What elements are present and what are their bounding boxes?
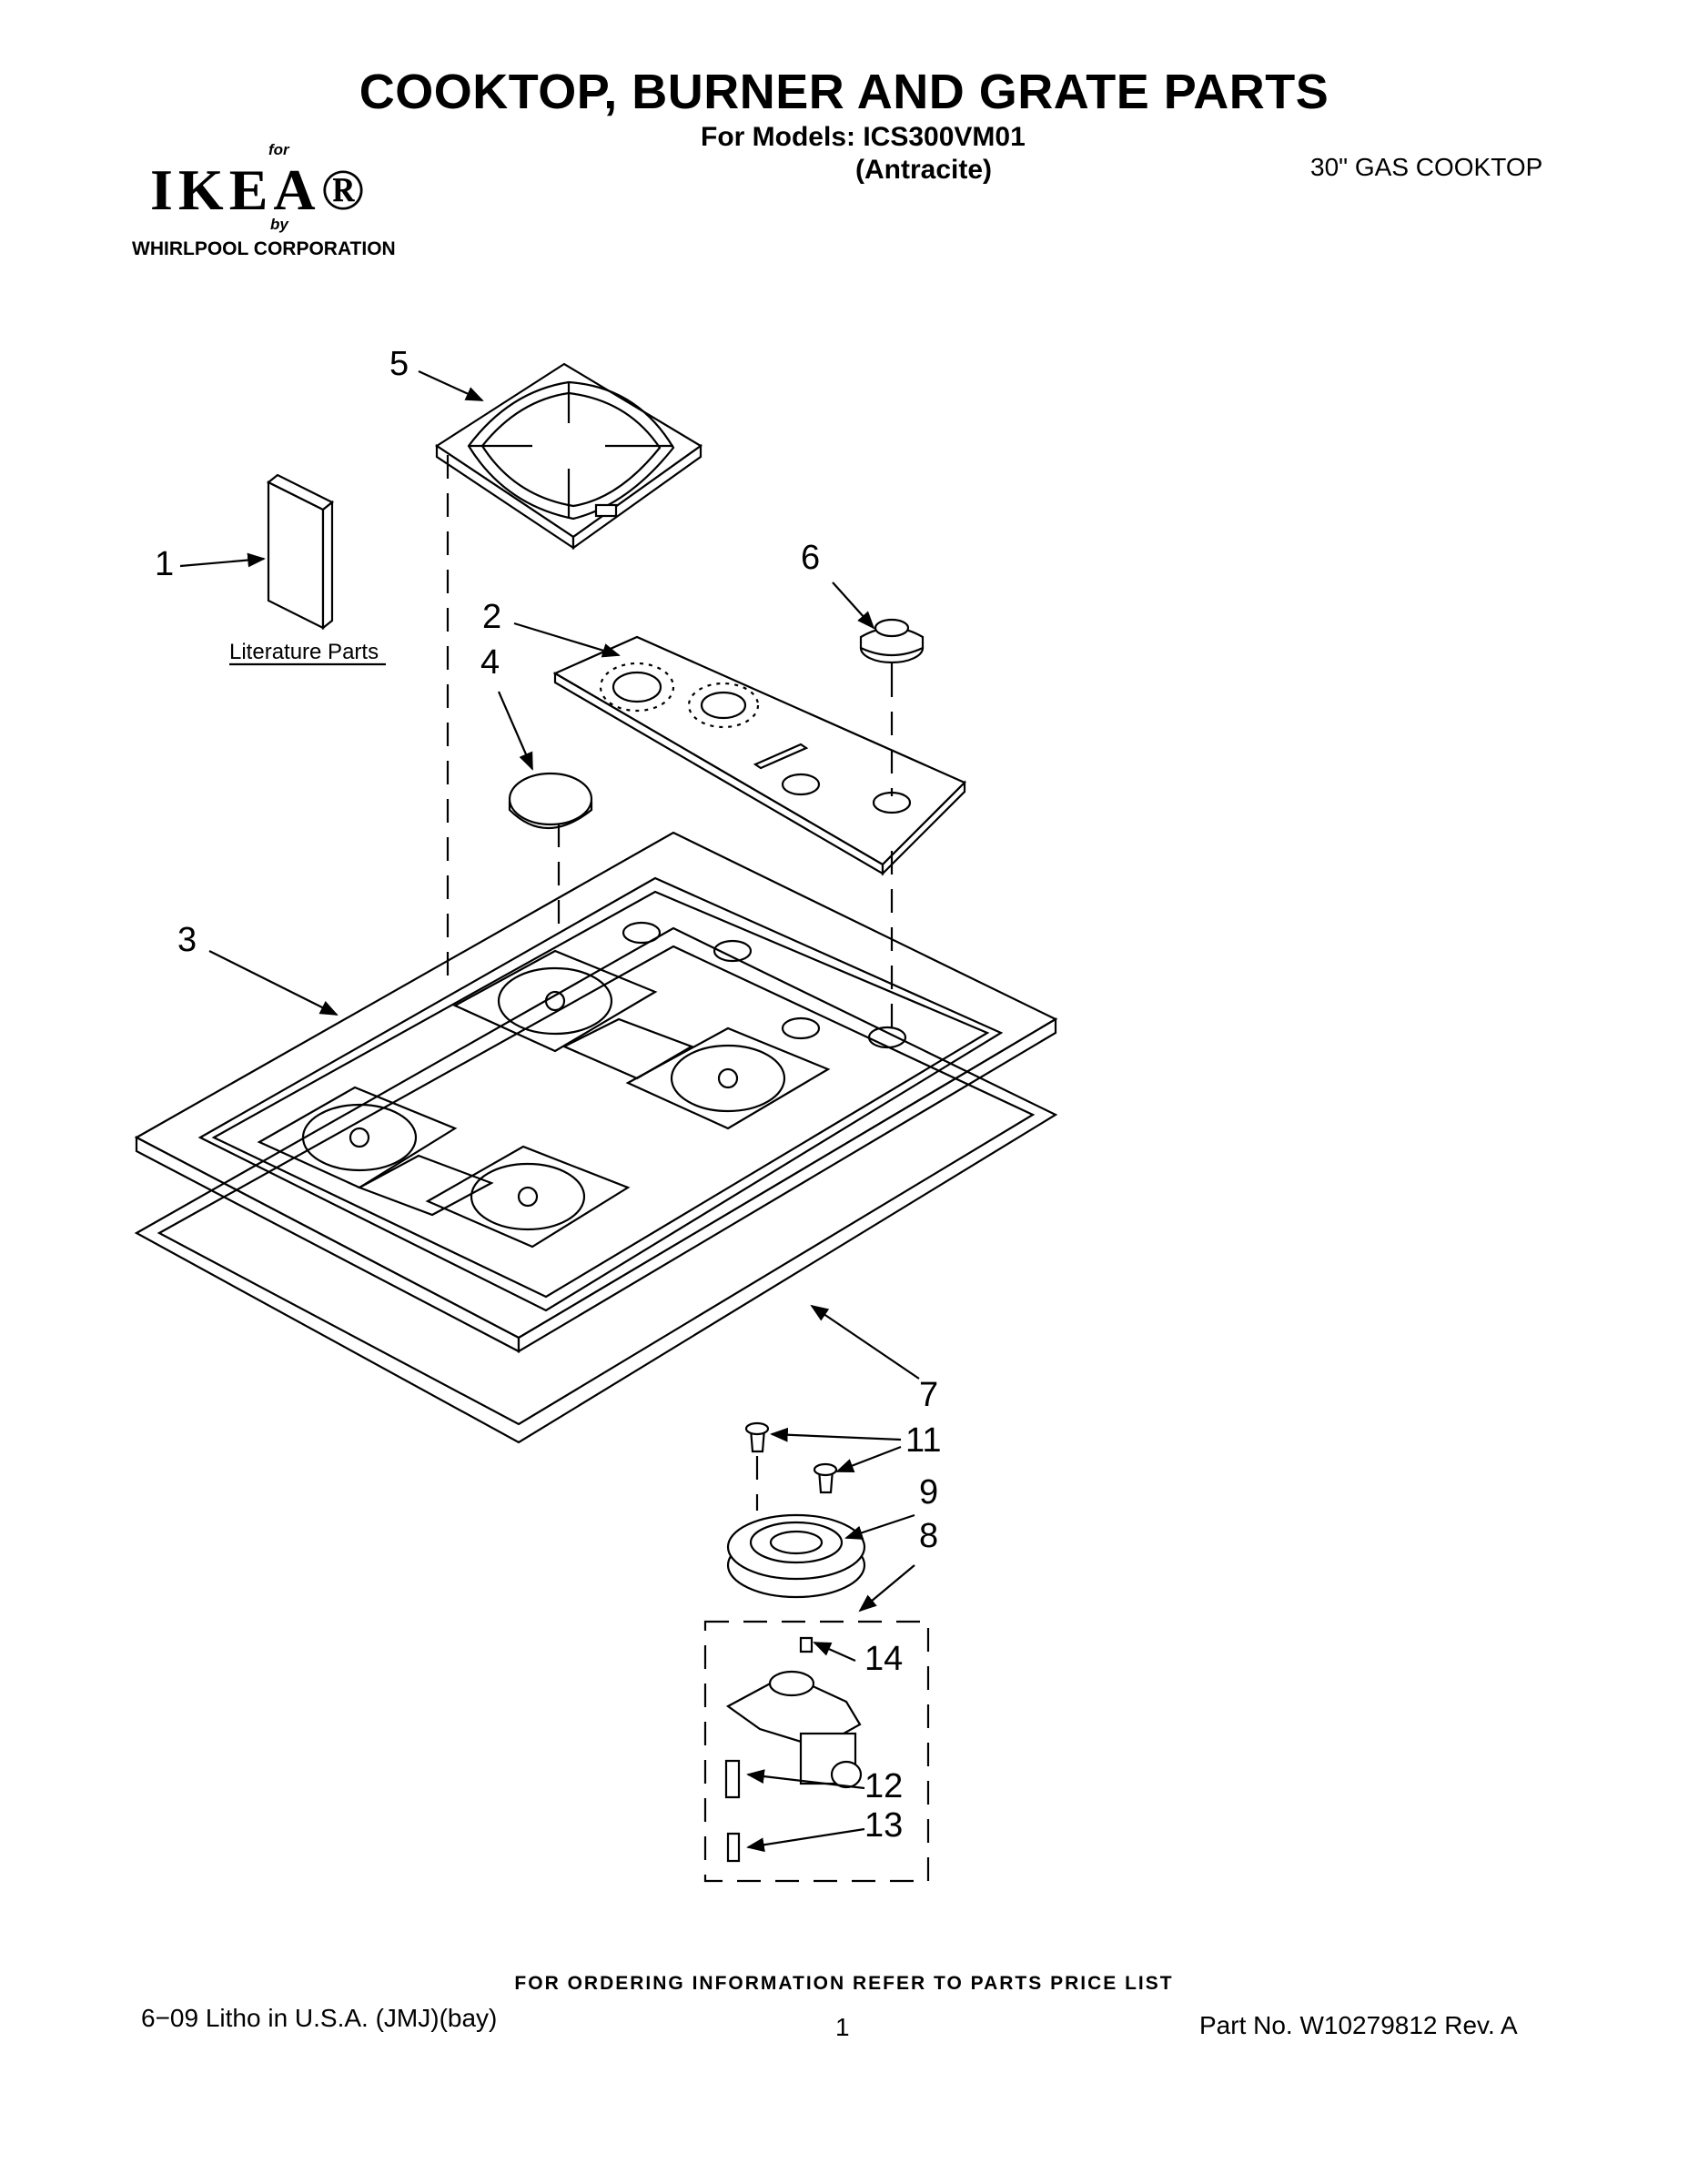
arrow-3 [208,950,339,1016]
arrow-12 [746,1769,865,1790]
screws [744,1421,838,1494]
valve-assembly [703,1620,930,1883]
callout-13: 13 [864,1806,903,1845]
callout-12: 12 [864,1767,903,1805]
arrow-7 [810,1304,920,1380]
callout-4: 4 [480,643,500,682]
litho-info: 6−09 Litho in U.S.A. (JMJ)(bay) [141,2004,498,2032]
arrow-9 [844,1513,915,1540]
callout-2: 2 [482,598,501,636]
models-line: For Models: ICS300VM01 [701,122,1026,152]
burner-cap [508,772,593,829]
arrow-4 [497,691,534,771]
callout-9: 9 [919,1473,938,1512]
literature-parts-label: Literature Parts [229,640,379,664]
callout-7: 7 [919,1376,938,1414]
control-panel [552,635,966,876]
arrow-13 [746,1827,865,1853]
callout-11: 11 [905,1421,941,1460]
callout-1: 1 [155,545,174,583]
cooktop-gasket [134,926,1058,1444]
ikea-logo: for IKEA® by WHIRLPOOL CORPORATION [132,141,396,259]
arrow-11b [835,1445,902,1473]
logo-brand: IKEA® [150,157,369,222]
arrow-14 [813,1641,856,1663]
page-title: COOKTOP, BURNER AND GRATE PARTS [359,65,1329,119]
callout-5: 5 [389,345,409,383]
callout-14: 14 [864,1640,903,1678]
literature-booklet [266,473,335,631]
burner-grate [434,362,703,551]
arrow-2 [513,622,621,658]
product-type: 30" GAS COOKTOP [1310,153,1543,181]
callout-6: 6 [801,539,820,577]
arrow-6 [832,581,875,630]
page-number: 1 [835,2013,850,2041]
arrow-5 [418,369,484,402]
logo-for: for [268,141,290,158]
burner-base [726,1513,866,1599]
callout-3: 3 [177,921,197,959]
callout-8: 8 [919,1517,938,1555]
logo-maker: WHIRLPOOL CORPORATION [132,238,396,259]
logo-by: by [270,216,289,233]
part-number: Part No. W10279812 Rev. A [1199,2011,1518,2039]
cooktop [134,831,1058,1353]
model-variant: (Antracite) [855,155,993,185]
ordering-note: FOR ORDERING INFORMATION REFER TO PARTS … [514,1973,1174,1994]
control-knob [859,618,925,673]
arrow-8 [858,1564,915,1613]
arrow-1 [179,552,266,568]
arrow-11a [770,1427,902,1442]
